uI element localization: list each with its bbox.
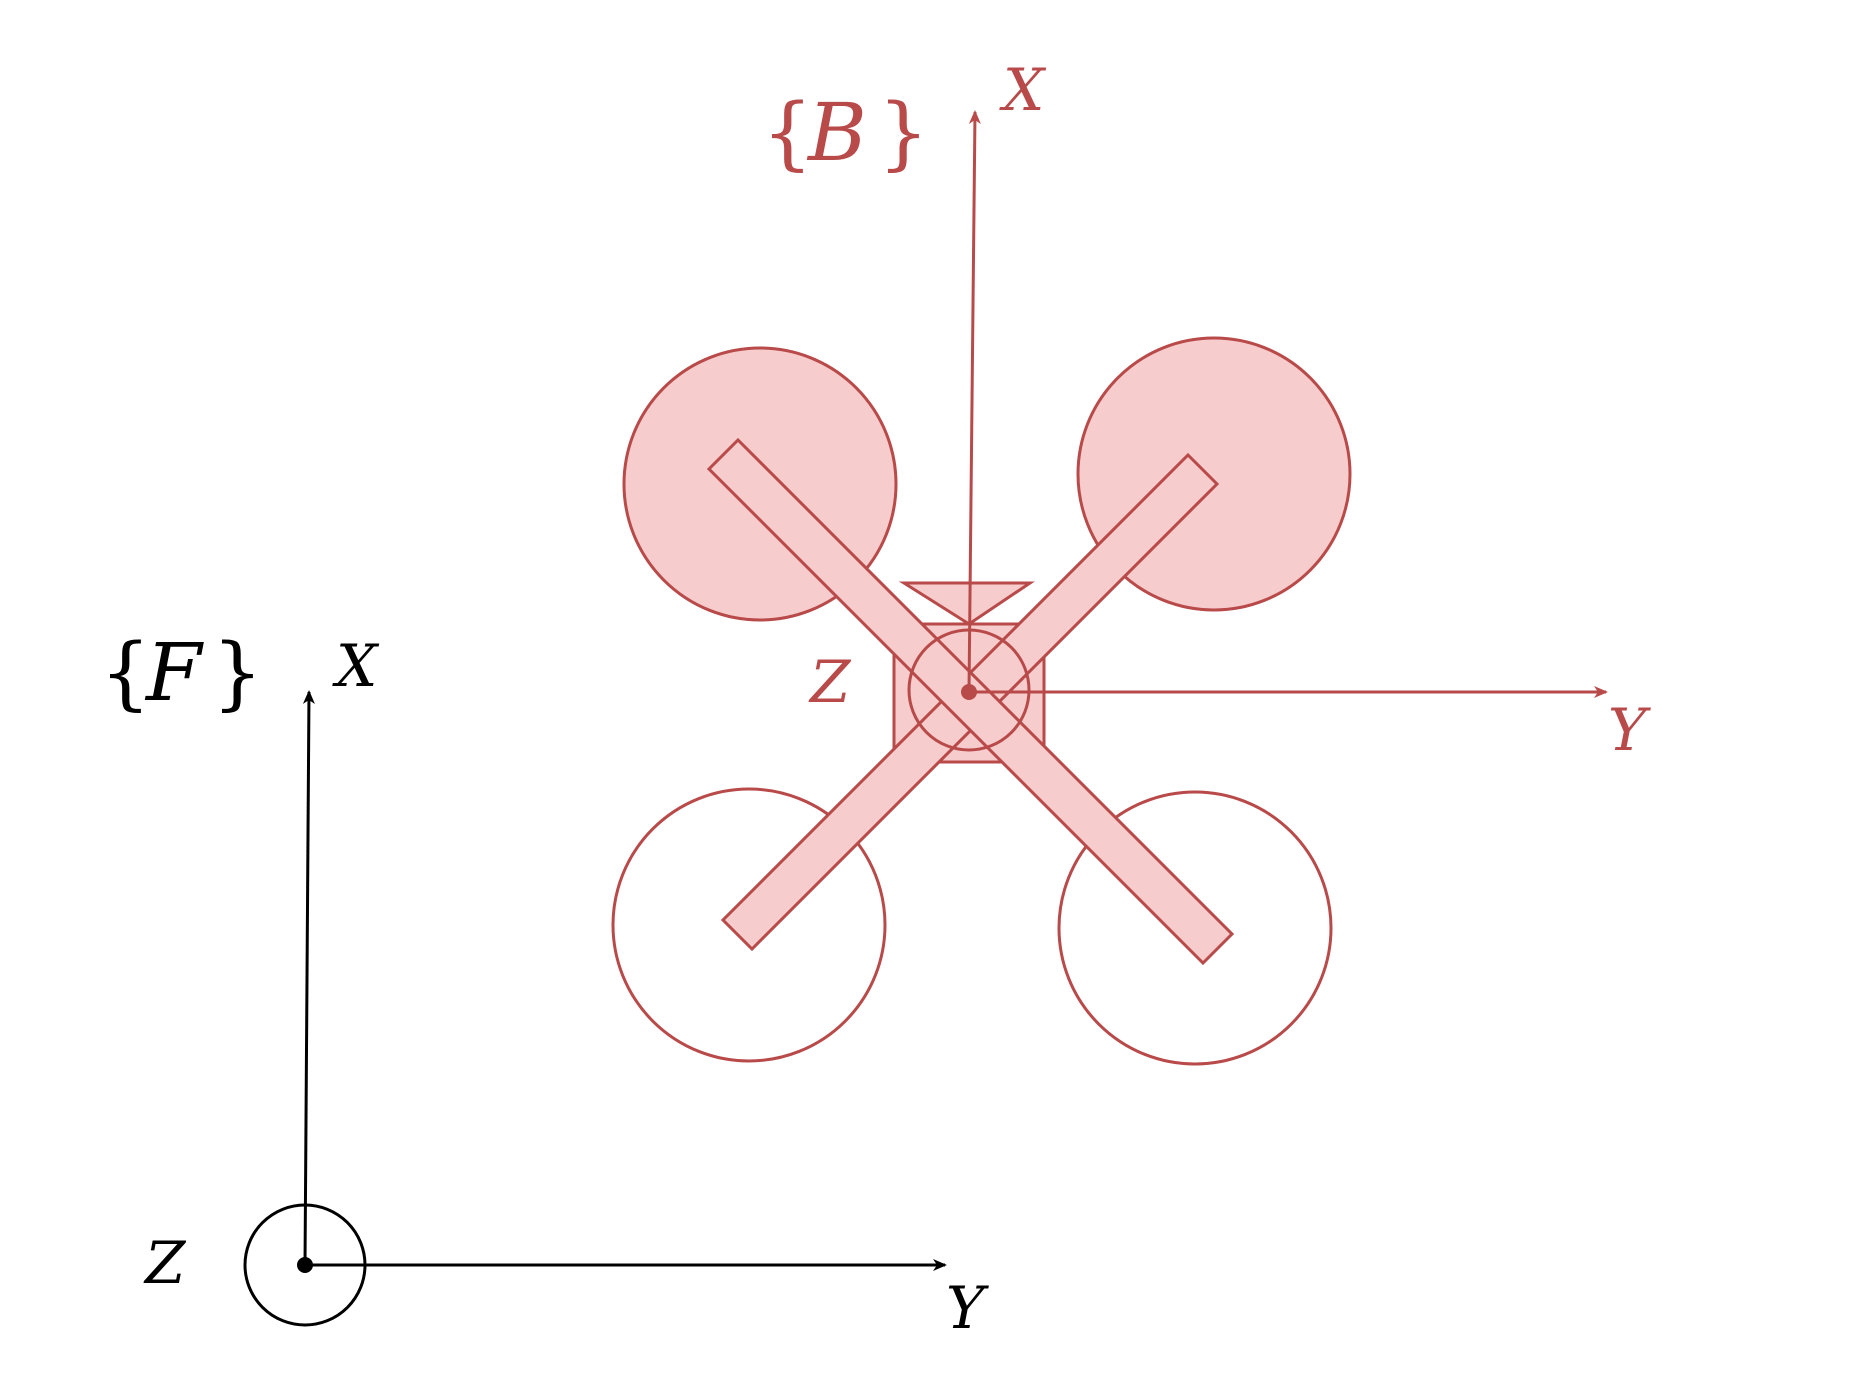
- body-y-label: Y: [1608, 696, 1651, 764]
- body-frame-name: { B }: [762, 86, 929, 179]
- body-frame-brace-close: }: [878, 86, 929, 179]
- fixed-x-axis: [302, 690, 315, 1266]
- body-frame-letter: B: [806, 86, 867, 179]
- heading-indicator-triangle: [898, 581, 1035, 626]
- body-x-axis: [967, 110, 981, 693]
- body-frame-brace-open: {: [762, 86, 813, 179]
- fixed-y-label: Y: [946, 1274, 989, 1342]
- fixed-frame-axes: X Y Z { F }: [100, 626, 989, 1342]
- arm-front-left-rear-right: [706, 437, 1235, 966]
- fixed-frame-brace-close: }: [212, 626, 263, 719]
- body-origin-dot: [961, 684, 977, 700]
- fixed-origin-dot: [297, 1257, 313, 1273]
- quadrotor: [611, 336, 1352, 1066]
- body-x-label: X: [999, 56, 1047, 124]
- fixed-z-label: Z: [143, 1229, 187, 1297]
- body-frame-axes: X Y Z { B }: [762, 56, 1651, 764]
- fixed-x-label: X: [332, 632, 380, 700]
- fixed-frame-letter: F: [144, 626, 204, 719]
- body-z-label: Z: [808, 648, 852, 716]
- fixed-frame-name: { F }: [100, 626, 263, 719]
- fixed-frame-brace-open: {: [100, 626, 151, 719]
